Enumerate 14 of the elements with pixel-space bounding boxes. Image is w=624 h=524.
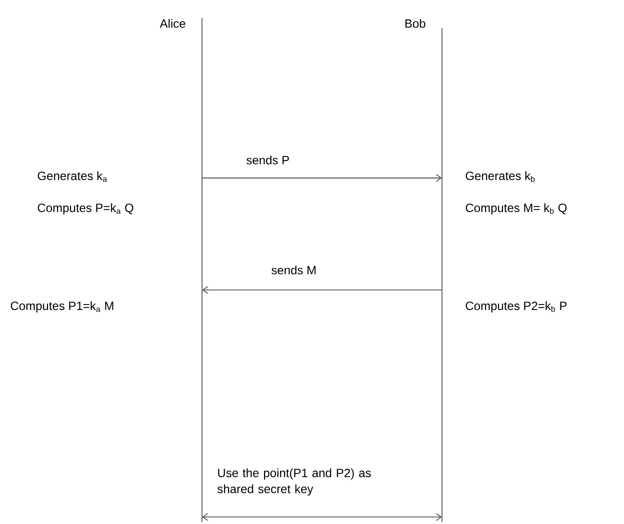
step-text: Computes M= k$_{b}$ Q	[466, 203, 567, 214]
arrow	[202, 286, 442, 294]
step-text: Generates k$_{b}$	[466, 171, 535, 182]
participant-name: Alice	[160, 18, 186, 28]
step-text: Computes P2=k$_{b}$ P	[466, 301, 567, 312]
step-text: Computes P=k$_{a}$ Q	[38, 203, 134, 214]
arrow	[202, 174, 442, 182]
edge-label: sends P	[246, 156, 289, 164]
arrow	[202, 513, 442, 521]
edge-label: Use the point(P1 and P2) as shared secret key	[218, 468, 371, 496]
edge-label: sends M	[272, 266, 316, 274]
participant-name: Bob	[405, 18, 426, 28]
step-text: Generates k$_{a}$	[38, 171, 108, 182]
step-text: Computes P1=k$_{a}$ M	[10, 301, 114, 312]
